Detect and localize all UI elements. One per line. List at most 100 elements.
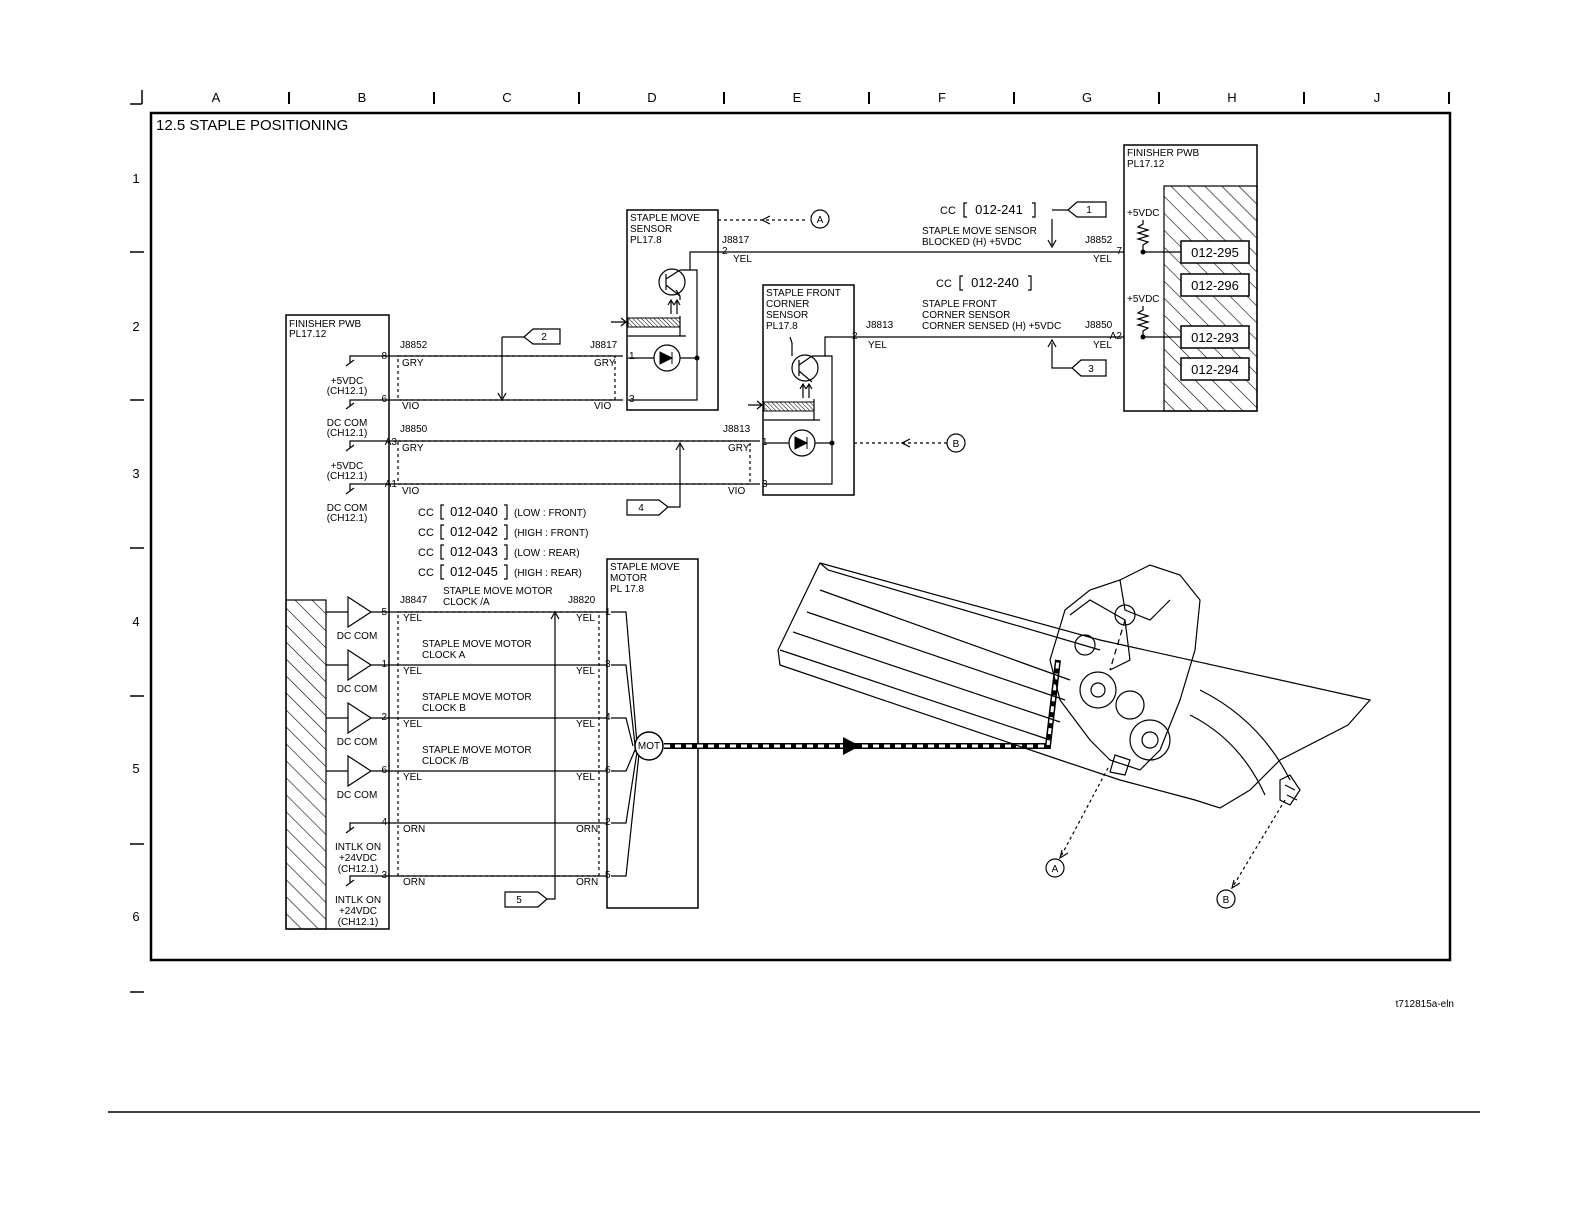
motor-pin-5: 5: [381, 607, 387, 618]
move-sensor-connector-right: J8817: [722, 235, 750, 246]
wire-vio-2: VIO: [594, 401, 611, 412]
code-012-295: 012-295: [1191, 245, 1239, 260]
test-point-label-5: 5: [516, 895, 522, 906]
callout-b-bottom[interactable]: B: [1216, 799, 1286, 909]
code-012-294: 012-294: [1191, 362, 1239, 377]
staple-move-motor: STAPLE MOVE MOTOR PL 17.8 J8820 1 3 4 6 …: [568, 558, 699, 909]
cc-code-045: 012-045: [450, 564, 498, 579]
left-pwb-title: FINISHER PWB: [289, 319, 362, 330]
cc-note-042: (HIGH : FRONT): [514, 528, 588, 539]
wire-gry-1: GRY: [402, 358, 424, 369]
motor-symbol-label: MOT: [638, 741, 660, 752]
right-pwb-ref: PL17.12: [1127, 159, 1165, 170]
wire-yel-corner-sensor: YEL: [868, 340, 887, 351]
move-sensor-pin-1: 1: [629, 351, 635, 362]
test-point-4[interactable]: 4: [626, 441, 685, 516]
grid-col-c: C: [502, 90, 511, 105]
move-sensor-signal-line1: STAPLE MOVE SENSOR: [922, 226, 1037, 237]
wire-gry-4: GRY: [728, 443, 750, 454]
wire-gry-2: GRY: [594, 358, 616, 369]
callout-b-top[interactable]: B: [946, 433, 966, 453]
test-point-1[interactable]: 1: [1047, 201, 1107, 249]
callout-b-top-label: B: [953, 439, 960, 450]
wire-orn-3: ORN: [403, 877, 425, 888]
move-sensor-signal-line2: BLOCKED (H) +5VDC: [922, 237, 1022, 248]
supply-label-4b: (CH12.1): [327, 513, 368, 524]
grid-col-e: E: [793, 90, 802, 105]
corner-sensor-line1: STAPLE FRONT: [766, 288, 841, 299]
driver-label-1: DC COM: [337, 631, 378, 642]
callout-a-top[interactable]: A: [810, 209, 830, 229]
motor-signal-1-line1: STAPLE MOVE MOTOR: [422, 639, 532, 650]
driver-label-2: DC COM: [337, 684, 378, 695]
cc-prefix-240: CC: [936, 278, 952, 290]
grid-col-a: A: [212, 90, 221, 105]
right-pin-a2: A2: [1110, 331, 1123, 342]
cc-note-043: (LOW : REAR): [514, 548, 580, 559]
cc-code-240: 012-240: [971, 275, 1019, 290]
supply-label-2b: (CH12.1): [327, 428, 368, 439]
intlk-label-1a: INTLK ON: [335, 842, 381, 853]
motor-pin-4: 4: [381, 817, 387, 828]
code-012-293: 012-293: [1191, 330, 1239, 345]
motor-conn-pin-1: 1: [605, 607, 611, 618]
code-box-3: 012-293: [1180, 325, 1250, 349]
supply-label-3a: +5VDC: [331, 461, 364, 472]
test-point-label-3: 3: [1088, 364, 1094, 375]
supply-label-4a: DC COM: [327, 503, 368, 514]
motor-conn-pin-2: 2: [605, 817, 611, 828]
wire-yel-m4: YEL: [576, 666, 595, 677]
cc-note-040: (LOW : FRONT): [514, 508, 586, 519]
motor-line2: MOTOR: [610, 573, 647, 584]
motor-signal-3-line1: STAPLE MOVE MOTOR: [422, 745, 532, 756]
test-point-2[interactable]: 2: [497, 328, 561, 402]
grid-col-h: H: [1227, 90, 1236, 105]
left-connector-j8850: J8850: [400, 424, 428, 435]
motor-pin-6: 6: [381, 765, 387, 776]
supply-label-1b: (CH12.1): [327, 386, 368, 397]
move-sensor-line2: SENSOR: [630, 224, 672, 235]
callout-b-bottom-label: B: [1223, 895, 1230, 906]
supply-label-2a: DC COM: [327, 418, 368, 429]
cc-prefix-040: CC: [418, 507, 434, 519]
wire-yel-m7: YEL: [403, 772, 422, 783]
staple-front-corner-sensor: STAPLE FRONT CORNER SENSOR PL17.8 J8813 …: [723, 284, 1133, 496]
code-box-4: 012-294: [1180, 357, 1250, 381]
motor-signal-2-line2: CLOCK B: [422, 703, 466, 714]
motor-connector: J8820: [568, 595, 596, 606]
grid-row-1: 1: [132, 171, 139, 186]
motor-conn-pin-4: 4: [605, 712, 611, 723]
right-supply-1: +5VDC: [1127, 208, 1160, 219]
test-point-label-4: 4: [638, 503, 644, 514]
callout-a-bottom[interactable]: A: [1045, 767, 1109, 878]
intlk-label-2b: +24VDC: [339, 906, 377, 917]
motor-pin-3: 3: [381, 870, 387, 881]
driver-label-3: DC COM: [337, 737, 378, 748]
wire-vio-3: VIO: [402, 486, 419, 497]
right-connector-j8852: J8852: [1085, 235, 1113, 246]
left-connector-j8852: J8852: [400, 340, 428, 351]
right-finisher-pwb: FINISHER PWB PL17.12 +5VDC +5VDC 7 A2 J8…: [1085, 144, 1258, 412]
motor-conn-pin-5: 5: [605, 870, 611, 881]
wire-vio-1: VIO: [402, 401, 419, 412]
corner-sensor-connector-left: J8813: [723, 424, 751, 435]
cc-code-040: 012-040: [450, 504, 498, 519]
grid-col-b: B: [358, 90, 367, 105]
right-pwb-title: FINISHER PWB: [1127, 148, 1200, 159]
right-connector-j8850: J8850: [1085, 320, 1113, 331]
cc-code-042: 012-042: [450, 524, 498, 539]
corner-sensor-signal-line3: CORNER SENSED (H) +5VDC: [922, 321, 1061, 332]
wire-yel-m5: YEL: [403, 719, 422, 730]
move-sensor-line1: STAPLE MOVE: [630, 213, 700, 224]
wire-gry-3: GRY: [402, 443, 424, 454]
staple-move-sensor: STAPLE MOVE SENSOR PL17.8 J8817 J8817 2 …: [590, 209, 1133, 411]
motor-signal-3-line2: CLOCK /B: [422, 756, 469, 767]
motor-icon: [634, 731, 664, 761]
corner-sensor-line2: CORNER: [766, 299, 809, 310]
test-point-label-2: 2: [541, 332, 547, 343]
move-sensor-line3: PL17.8: [630, 235, 662, 246]
grid-col-d: D: [647, 90, 656, 105]
test-point-3[interactable]: 3: [1047, 338, 1107, 377]
test-point-5[interactable]: 5: [504, 610, 560, 908]
